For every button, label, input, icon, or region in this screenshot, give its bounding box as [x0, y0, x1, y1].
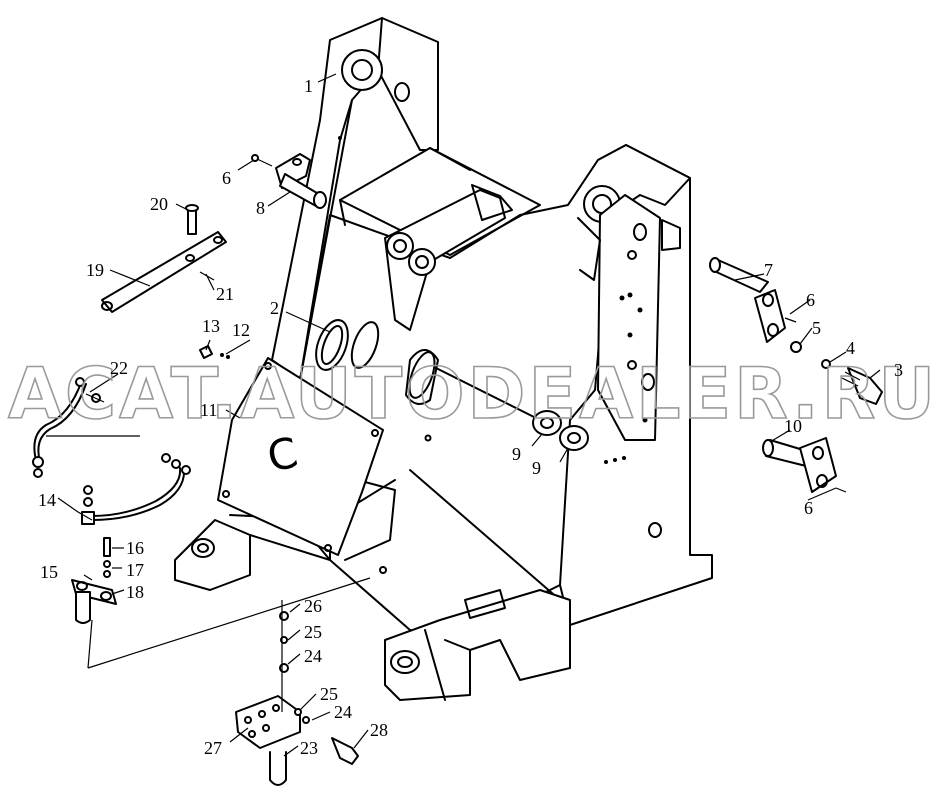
callout-3: 3	[894, 360, 903, 380]
callout-5: 5	[812, 318, 821, 338]
cover-plate: C	[217, 357, 432, 574]
callout-25-upper: 25	[304, 622, 322, 642]
callout-25-lower: 25	[320, 684, 338, 704]
callout-11: 11	[200, 400, 217, 420]
hose-lines	[32, 377, 191, 525]
callout-20: 20	[150, 194, 168, 214]
callout-7: 7	[764, 260, 773, 280]
callout-9-right: 9	[532, 458, 541, 478]
callout-12: 12	[232, 320, 250, 340]
callout-9-left: 9	[512, 444, 521, 464]
callout-19: 19	[86, 260, 104, 280]
callout-26: 26	[304, 596, 322, 616]
callout-22: 22	[110, 358, 128, 378]
bolt-assembly	[790, 341, 883, 405]
callout-14: 14	[38, 490, 56, 510]
pin-right	[709, 257, 797, 343]
pin-top	[251, 153, 327, 209]
callout-18: 18	[126, 582, 144, 602]
lower-bracket	[235, 611, 359, 786]
callout-23: 23	[300, 738, 318, 758]
callout-17: 17	[126, 560, 144, 580]
leader-lines	[46, 73, 881, 757]
callout-13: 13	[202, 316, 220, 336]
hinge-pin	[71, 537, 117, 624]
callout-6-lower: 6	[804, 498, 813, 518]
spacer-washers	[532, 410, 589, 451]
watermark: ACAT.AUTODEALER.RU	[8, 353, 938, 435]
callout-1: 1	[304, 76, 313, 96]
callout-15: 15	[40, 562, 58, 582]
callout-8: 8	[256, 198, 265, 218]
callout-16: 16	[126, 538, 144, 558]
pin-lower	[762, 437, 847, 493]
callout-27: 27	[204, 738, 222, 758]
callout-6-top: 6	[222, 168, 231, 188]
lock-plate	[101, 204, 227, 313]
callout-labels: 1 2 3 4 5 6 6 6 7 8 9 9 10 11 12 13 14 1…	[38, 76, 903, 758]
callout-2: 2	[270, 298, 279, 318]
callout-6-right: 6	[806, 290, 815, 310]
callout-4: 4	[846, 338, 855, 358]
small-bolt	[199, 345, 230, 359]
oval-plugs	[315, 319, 436, 399]
callout-24-lower: 24	[334, 702, 352, 722]
callout-28: 28	[370, 720, 388, 740]
callout-21: 21	[216, 284, 234, 304]
callout-10: 10	[784, 416, 802, 436]
main-frame	[174, 17, 713, 701]
callout-24-upper: 24	[304, 646, 322, 666]
